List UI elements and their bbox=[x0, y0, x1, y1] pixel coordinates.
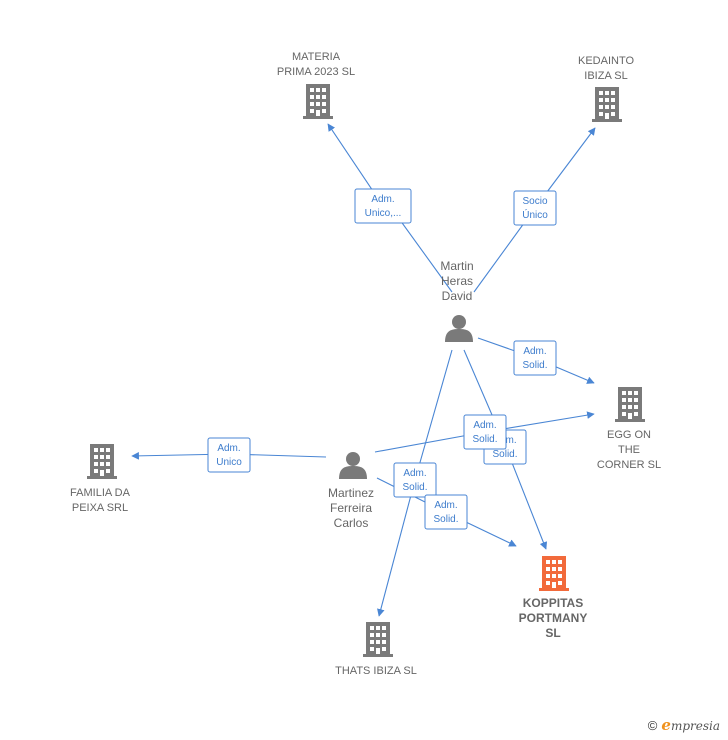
svg-text:Solid.: Solid. bbox=[472, 434, 497, 445]
relation-label[interactable]: Socio Único bbox=[513, 190, 557, 226]
svg-text:Martinez: Martinez bbox=[328, 486, 374, 500]
svg-text:Unico: Unico bbox=[216, 457, 242, 468]
svg-text:PRIMA 2023 SL: PRIMA 2023 SL bbox=[277, 66, 355, 78]
copyright-icon: © bbox=[647, 718, 658, 733]
company-node-koppitas[interactable]: KOPPITAS PORTMANY SL bbox=[519, 556, 588, 640]
svg-text:EGG ON: EGG ON bbox=[607, 429, 651, 441]
svg-text:Adm.: Adm. bbox=[434, 500, 457, 511]
person-icon bbox=[339, 452, 367, 479]
svg-text:Solid.: Solid. bbox=[492, 449, 517, 460]
svg-text:FAMILIA DA: FAMILIA DA bbox=[70, 487, 131, 499]
svg-text:THE: THE bbox=[618, 444, 640, 456]
svg-text:Adm.: Adm. bbox=[371, 194, 394, 205]
svg-text:Solid.: Solid. bbox=[402, 482, 427, 493]
relation-label[interactable]: Adm. Solid. bbox=[424, 494, 468, 530]
company-node-materia[interactable]: MATERIA PRIMA 2023 SL bbox=[277, 51, 355, 119]
building-icon bbox=[592, 87, 622, 122]
footer-credit: ©empresia bbox=[648, 716, 720, 734]
svg-text:Adm.: Adm. bbox=[523, 346, 546, 357]
svg-text:MATERIA: MATERIA bbox=[292, 51, 341, 63]
svg-text:SL: SL bbox=[545, 626, 560, 640]
svg-text:PEIXA SRL: PEIXA SRL bbox=[72, 502, 128, 514]
svg-text:Adm.: Adm. bbox=[217, 443, 240, 454]
relation-label[interactable]: Adm. Solid. bbox=[513, 340, 557, 376]
svg-text:CORNER SL: CORNER SL bbox=[597, 459, 661, 471]
person-node-martin[interactable]: Martin Heras David bbox=[440, 259, 474, 342]
svg-text:KEDAINTO: KEDAINTO bbox=[578, 55, 634, 67]
company-node-egg[interactable]: EGG ON THE CORNER SL bbox=[597, 387, 661, 471]
company-node-familia[interactable]: FAMILIA DA PEIXA SRL bbox=[70, 444, 131, 514]
company-node-thats[interactable]: THATS IBIZA SL bbox=[335, 622, 417, 677]
relation-label[interactable]: Adm. Unico bbox=[207, 437, 251, 473]
edge-labels: Adm. Unico,... Socio Único Adm. Solid. A… bbox=[207, 188, 557, 530]
building-icon bbox=[363, 622, 393, 657]
svg-text:Adm.: Adm. bbox=[403, 468, 426, 479]
svg-text:Martin: Martin bbox=[440, 259, 473, 273]
svg-text:Unico,...: Unico,... bbox=[365, 208, 402, 219]
svg-text:KOPPITAS: KOPPITAS bbox=[523, 596, 583, 610]
svg-text:David: David bbox=[442, 289, 473, 303]
svg-text:Solid.: Solid. bbox=[433, 514, 458, 525]
svg-text:Carlos: Carlos bbox=[334, 516, 369, 530]
company-node-kedainto[interactable]: KEDAINTO IBIZA SL bbox=[578, 55, 634, 122]
relation-label[interactable]: Adm. Unico,... bbox=[354, 188, 412, 224]
person-node-martinez[interactable]: Martinez Ferreira Carlos bbox=[328, 452, 374, 530]
svg-text:Socio: Socio bbox=[522, 196, 547, 207]
svg-text:IBIZA SL: IBIZA SL bbox=[584, 70, 627, 82]
building-icon bbox=[303, 84, 333, 119]
svg-text:Adm.: Adm. bbox=[473, 420, 496, 431]
relation-label[interactable]: Adm. Solid. bbox=[463, 414, 507, 450]
svg-text:PORTMANY: PORTMANY bbox=[519, 611, 588, 625]
svg-text:Ferreira: Ferreira bbox=[330, 501, 372, 515]
building-icon bbox=[87, 444, 117, 479]
svg-text:THATS IBIZA SL: THATS IBIZA SL bbox=[335, 665, 417, 677]
svg-text:Único: Único bbox=[522, 208, 548, 221]
relation-label[interactable]: Adm. Solid. bbox=[393, 462, 437, 498]
svg-text:Heras: Heras bbox=[441, 274, 473, 288]
svg-text:Solid.: Solid. bbox=[522, 360, 547, 371]
building-icon bbox=[539, 556, 569, 591]
brand-logo[interactable]: empresia bbox=[661, 716, 720, 734]
person-icon bbox=[445, 315, 473, 342]
building-icon bbox=[615, 387, 645, 422]
